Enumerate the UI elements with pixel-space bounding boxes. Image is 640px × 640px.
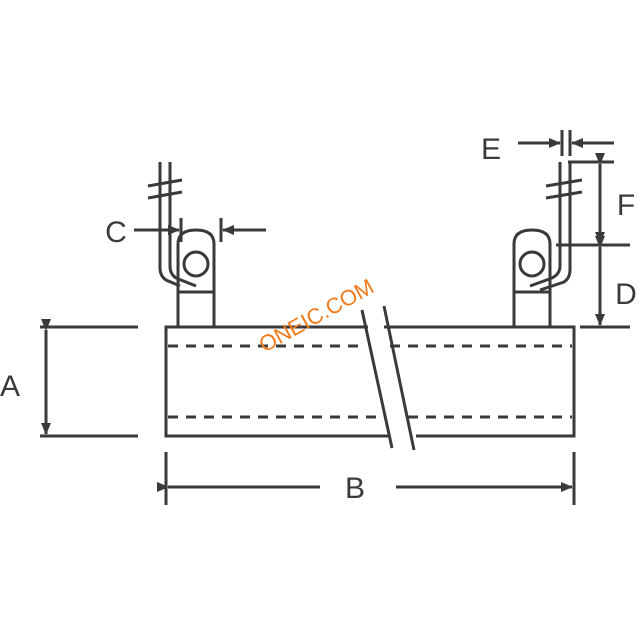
dimension-e: [518, 130, 614, 156]
dimension-b: [157, 452, 576, 505]
dimension-a: [40, 319, 138, 438]
dimension-f-d: [556, 153, 630, 329]
label-a: A: [0, 370, 20, 403]
label-b: B: [345, 472, 365, 505]
resistor-body: [164, 305, 576, 451]
label-e: E: [481, 133, 501, 166]
label-c: C: [105, 216, 127, 249]
right-terminal: [512, 162, 583, 327]
left-terminal: [147, 162, 216, 327]
label-d: D: [615, 278, 637, 311]
dimension-c: [134, 218, 266, 242]
label-f: F: [617, 189, 635, 222]
